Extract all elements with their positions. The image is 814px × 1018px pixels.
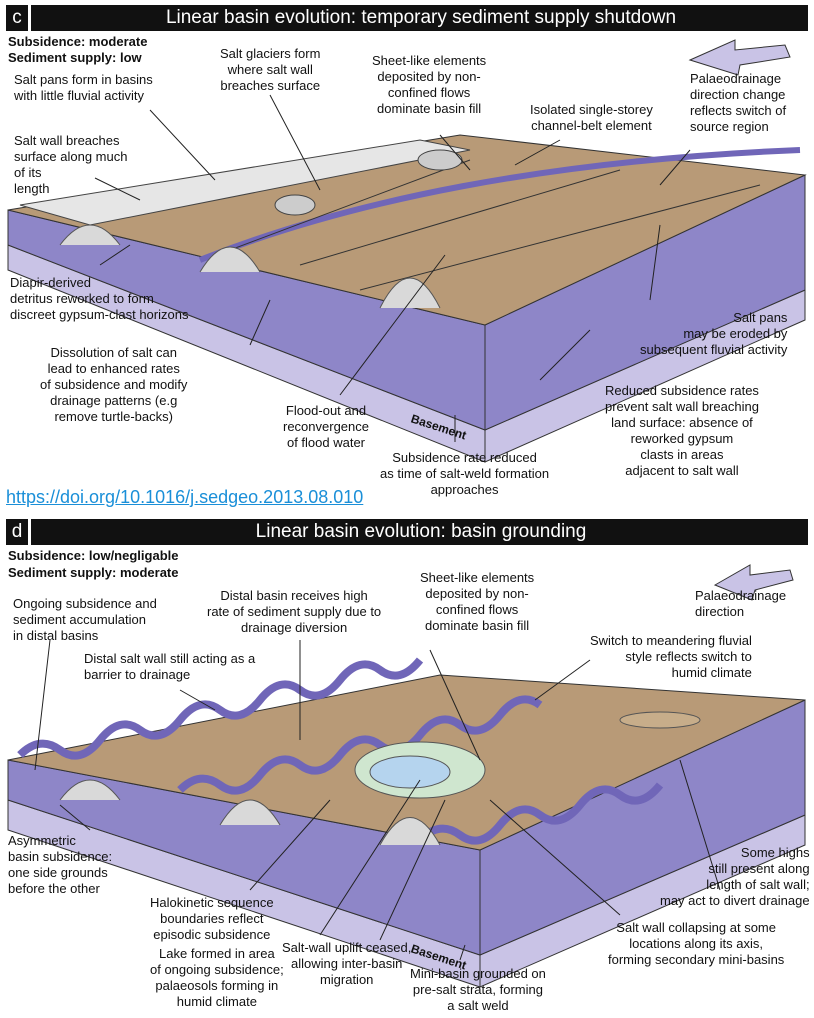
- annotation: Salt-wall uplift ceased,allowing inter-b…: [282, 940, 412, 987]
- panel-d-header: d Linear basin evolution: basin groundin…: [6, 519, 808, 545]
- leader-lines-d: [34, 639, 721, 961]
- panel-title: Linear basin evolution: basin grounding: [255, 521, 587, 542]
- panel-title: Linear basin evolution: temporary sedime…: [165, 7, 677, 28]
- palaeodrainage-arrow-c: [688, 39, 791, 76]
- sediment-supply-label: Sediment supply: moderate: [8, 565, 179, 580]
- meandering-channel: [177, 695, 543, 795]
- panel-c-header: c Linear basin evolution: temporary sedi…: [6, 5, 808, 31]
- subsidence-label: Subsidence: low/negligable: [8, 548, 179, 563]
- lake: [369, 755, 451, 789]
- salt-pan: [19, 139, 471, 226]
- palaeodrainage-arrow-d: [713, 564, 794, 601]
- panel-letter: c: [6, 5, 31, 31]
- salt-glacier: [274, 194, 316, 216]
- block-diagram-d: [7, 639, 806, 988]
- sediment-supply-label: Sediment supply: low: [8, 50, 142, 65]
- leader-lines-c: [94, 94, 691, 442]
- meandering-channel: [17, 657, 424, 760]
- salt-wall-diapir: [59, 779, 441, 846]
- panel-letter: d: [6, 519, 31, 545]
- meandering-channel: [417, 782, 664, 845]
- subsidence-label: Subsidence: moderate: [8, 34, 148, 49]
- doi-link[interactable]: https://doi.org/10.1016/j.sedgeo.2013.08…: [6, 487, 364, 507]
- salt-wall-diapir: [59, 224, 441, 309]
- salt-high: [619, 711, 701, 729]
- block-diagram-c: [7, 94, 807, 463]
